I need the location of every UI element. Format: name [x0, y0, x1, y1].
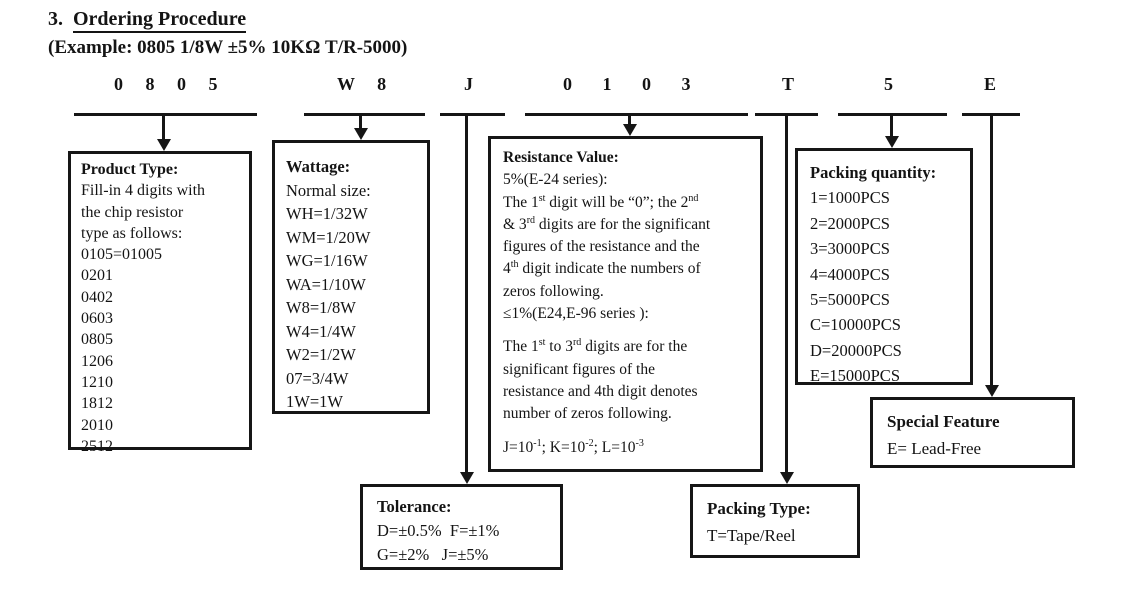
tolerance-title: Tolerance:: [377, 497, 452, 516]
product-type-line: Fill-in 4 digits with: [81, 182, 206, 200]
code-segment-resistance: 0 1 0 3: [563, 74, 704, 94]
underline-product: [74, 113, 257, 116]
connector-special: [990, 113, 993, 386]
special-feature-box: Special Feature E= Lead-Free: [870, 397, 1075, 468]
product-type-line: 0105=01005: [81, 246, 163, 264]
product-type-line: 0603: [81, 310, 113, 328]
connector-packing-qty: [890, 113, 893, 137]
section-heading: 3. Ordering Procedure: [48, 8, 247, 33]
underline-wattage: [304, 113, 425, 116]
wattage-line: W4=1/4W: [286, 321, 356, 341]
resistance-value-box: Resistance Value: 5%(E-24 series): The 1…: [488, 136, 763, 472]
special-feature-title: Special Feature: [887, 412, 1000, 431]
connector-product: [162, 113, 165, 140]
example-line: (Example: 0805 1/8W ±5% 10KΩ T/R-5000): [48, 37, 408, 58]
product-type-line: 1210: [81, 373, 113, 391]
arrow-product-icon: [157, 139, 171, 151]
connector-resistance: [628, 113, 631, 125]
resistance-paragraph-2: The 1st to 3rd digits are for the signif…: [503, 336, 748, 425]
resistance-line: zeros following.: [503, 282, 604, 300]
packing-quantity-title: Packing quantity:: [810, 163, 937, 182]
product-type-line: the chip resistor: [81, 203, 184, 221]
wattage-title: Wattage:: [286, 157, 351, 176]
wattage-line: WM=1/20W: [286, 227, 371, 247]
resistance-paragraph-1: 5%(E-24 series): The 1st digit will be “…: [503, 169, 748, 325]
packing-quantity-line: 2=2000PCS: [810, 213, 890, 233]
code-segment-wattage: W 8: [337, 74, 396, 94]
connector-packing-type: [785, 113, 788, 473]
resistance-line: ≤1%(E24,E-96 series ):: [503, 305, 649, 323]
arrow-packing-type-icon: [780, 472, 794, 484]
packing-quantity-line: E=15000PCS: [810, 366, 900, 386]
wattage-box: Wattage: Normal size: WH=1/32W WM=1/20W …: [272, 140, 430, 414]
product-type-line: type as follows:: [81, 224, 183, 242]
arrow-wattage-icon: [354, 128, 368, 140]
wattage-line: WH=1/32W: [286, 204, 368, 223]
resistance-line: resistance and 4th digit denotes: [503, 382, 698, 400]
resistance-line: & 3rd digits are for the significant: [503, 214, 711, 233]
packing-type-box: Packing Type: T=Tape/Reel: [690, 484, 860, 558]
arrow-resistance-icon: [623, 124, 637, 136]
product-type-box: Product Type: Fill-in 4 digits with the …: [68, 151, 252, 455]
resistance-line: figures of the resistance and the: [503, 238, 700, 256]
resistance-line: 4th digit indicate the numbers of: [503, 259, 701, 278]
connector-tolerance: [465, 113, 468, 473]
code-segment-special: E: [984, 74, 997, 94]
underline-resistance: [525, 113, 748, 116]
wattage-line: Normal size:: [286, 180, 371, 200]
resistance-paragraph-3: J=10-1; K=10-2; L=10-3: [503, 437, 748, 459]
resistance-line: The 1st to 3rd digits are for the: [503, 337, 688, 356]
resistance-line: number of zeros following.: [503, 405, 672, 423]
code-segment-tolerance: J: [464, 74, 473, 94]
product-type-line: 0805: [81, 331, 113, 349]
section-number: 3.: [48, 8, 63, 30]
section-title: Ordering Procedure: [73, 8, 247, 33]
packing-type-title: Packing Type:: [707, 499, 811, 518]
wattage-line: 1W=1W: [286, 392, 343, 411]
packing-quantity-line: 4=4000PCS: [810, 264, 890, 284]
product-type-title: Product Type:: [81, 161, 179, 178]
packing-quantity-box: Packing quantity: 1=1000PCS 2=2000PCS 3=…: [795, 148, 973, 385]
packing-type-line: T=Tape/Reel: [707, 526, 796, 545]
product-type-line: 1206: [81, 352, 113, 370]
tolerance-line: D=±0.5% F=±1%: [377, 521, 500, 540]
resistance-line: J=10-1; K=10-2; L=10-3: [503, 437, 644, 456]
wattage-line: W2=1/2W: [286, 345, 356, 364]
resistance-line: The 1st digit will be “0”; the 2nd: [503, 192, 699, 211]
wattage-line: W8=1/8W: [286, 298, 356, 317]
code-segment-packing-type: T: [782, 74, 795, 94]
resistance-line: 5%(E-24 series):: [503, 171, 608, 189]
arrow-packing-qty-icon: [885, 136, 899, 148]
arrow-special-icon: [985, 385, 999, 397]
wattage-line: 07=3/4W: [286, 368, 349, 388]
resistance-title: Resistance Value:: [503, 149, 619, 166]
resistance-line: significant figures of the: [503, 360, 655, 378]
product-type-line: 2512: [81, 437, 113, 455]
tolerance-box: Tolerance: D=±0.5% F=±1% G=±2% J=±5%: [360, 484, 563, 570]
special-feature-line: E= Lead-Free: [887, 439, 982, 458]
product-type-line: 0402: [81, 288, 113, 306]
wattage-line: WG=1/16W: [286, 251, 368, 270]
underline-tolerance: [440, 113, 505, 116]
product-type-line: 1812: [81, 395, 113, 413]
packing-quantity-line: D=20000PCS: [810, 340, 902, 360]
code-segment-packing-qty: 5: [884, 74, 893, 94]
packing-quantity-line: 5=5000PCS: [810, 290, 890, 310]
arrow-tolerance-icon: [460, 472, 474, 484]
product-type-line: 0201: [81, 267, 113, 285]
packing-quantity-line: 1=1000PCS: [810, 188, 890, 208]
wattage-line: WA=1/10W: [286, 274, 366, 294]
packing-quantity-line: 3=3000PCS: [810, 239, 890, 259]
packing-quantity-line: C=10000PCS: [810, 315, 901, 335]
code-segment-product: 0 8 0 5: [114, 74, 227, 94]
connector-wattage: [359, 113, 362, 129]
tolerance-line: G=±2% J=±5%: [377, 545, 489, 564]
product-type-line: 2010: [81, 416, 113, 434]
